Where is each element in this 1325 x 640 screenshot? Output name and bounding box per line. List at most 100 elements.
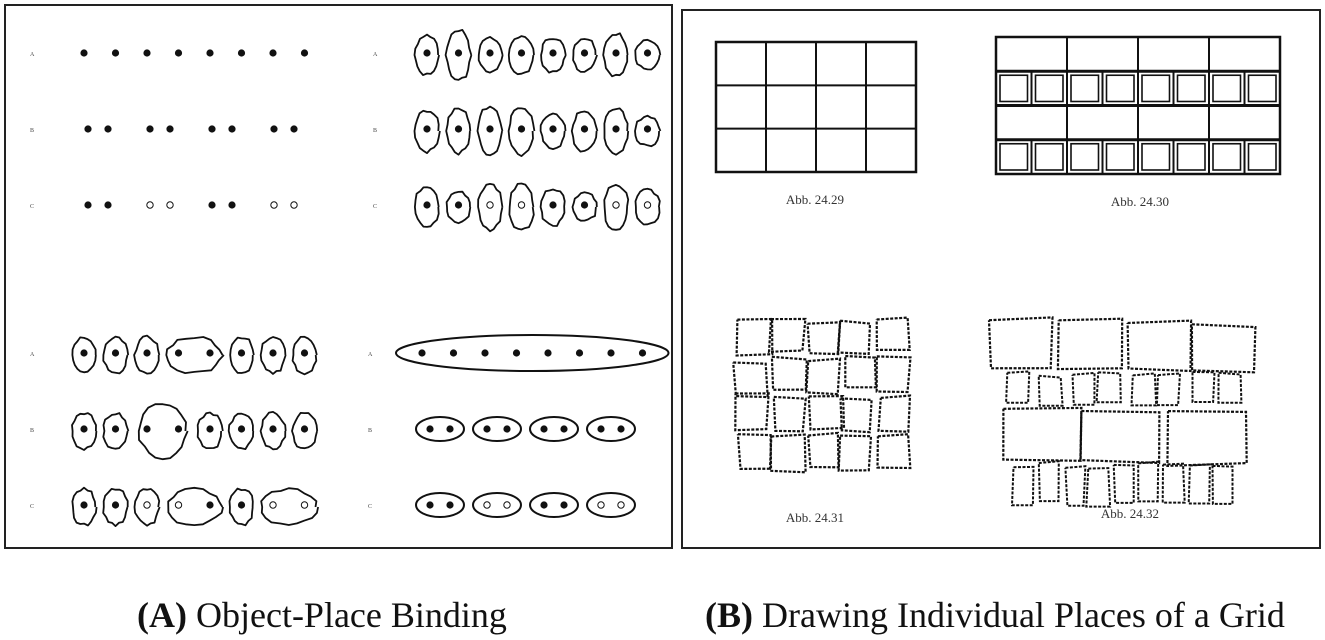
dot	[612, 201, 620, 209]
dot	[549, 125, 557, 133]
loop	[586, 492, 636, 518]
row-label: C	[30, 204, 34, 210]
dot	[446, 501, 454, 509]
hand-brick	[1130, 372, 1158, 407]
hand-brick	[1217, 371, 1243, 404]
loop	[227, 412, 255, 451]
dot	[111, 349, 120, 357]
loop	[507, 35, 535, 76]
loop	[634, 38, 662, 71]
dot	[206, 349, 214, 357]
hand-cell	[807, 431, 840, 469]
dot	[454, 201, 463, 209]
brick	[999, 142, 1029, 171]
hand-brick	[1095, 371, 1122, 404]
dot	[449, 349, 458, 357]
loop	[477, 36, 504, 74]
loop	[395, 334, 670, 372]
row-label: B	[30, 128, 34, 134]
loop	[165, 336, 225, 375]
brick	[1141, 74, 1171, 103]
figure-label: Abb. 24.31	[786, 510, 844, 525]
brick	[1176, 142, 1206, 171]
dot	[418, 349, 426, 357]
dot	[174, 501, 183, 509]
hand-brick	[1126, 319, 1193, 373]
dot	[549, 201, 557, 209]
loop	[167, 486, 224, 526]
dot	[544, 349, 552, 357]
hand-brick	[1005, 370, 1031, 404]
dot	[512, 349, 521, 357]
hand-cell	[807, 394, 846, 431]
dot	[269, 349, 277, 357]
hand-brick	[1155, 372, 1182, 407]
dot	[481, 349, 489, 357]
hand-cell	[837, 434, 873, 472]
dot	[174, 349, 183, 357]
row-label: A	[30, 352, 35, 358]
dot	[80, 501, 88, 509]
loop	[291, 411, 319, 450]
loop	[445, 107, 472, 156]
loop	[71, 412, 98, 451]
dot	[423, 125, 431, 133]
dot	[300, 425, 309, 433]
brick	[1105, 74, 1135, 103]
dot	[486, 49, 494, 57]
hand-brick	[1187, 463, 1211, 505]
loop	[540, 38, 567, 74]
dot	[575, 349, 584, 357]
dot	[423, 49, 431, 57]
hand-cell	[875, 316, 911, 351]
hand-cell	[805, 357, 842, 396]
dot	[146, 201, 154, 209]
brick	[1070, 142, 1100, 171]
dot	[454, 125, 463, 133]
dot	[486, 201, 494, 209]
dot	[300, 501, 309, 509]
dot	[638, 349, 647, 357]
loop	[634, 114, 662, 148]
dot	[237, 501, 246, 509]
hand-cell	[876, 433, 912, 470]
loop	[586, 416, 636, 442]
dot	[143, 501, 151, 509]
dot	[269, 425, 277, 433]
dot	[237, 49, 246, 57]
hand-cell	[836, 319, 872, 356]
brick	[1070, 74, 1100, 103]
dot	[612, 49, 620, 57]
hand-brick	[1079, 409, 1161, 465]
figure-label: Abb. 24.30	[1111, 194, 1169, 209]
dot	[80, 349, 88, 357]
dot	[560, 501, 568, 509]
dot	[517, 49, 526, 57]
row-label: B	[30, 428, 34, 434]
dot	[580, 201, 589, 209]
caption-b: (B) Drawing Individual Places of a Grid	[705, 594, 1285, 636]
caption-b-text: Drawing Individual Places of a Grid	[762, 595, 1285, 635]
dot	[426, 501, 434, 509]
loop	[413, 109, 441, 155]
brick	[1034, 74, 1064, 103]
loop	[228, 487, 254, 527]
hand-cell	[735, 317, 774, 357]
dot	[300, 349, 309, 357]
loop	[529, 492, 579, 518]
dot	[290, 201, 298, 209]
row-label: A	[368, 352, 373, 358]
loop	[539, 112, 567, 151]
hand-brick	[1211, 464, 1234, 505]
brick	[1105, 142, 1135, 171]
panel-b-frame	[681, 9, 1321, 549]
hand-brick	[1190, 323, 1257, 374]
hand-cell	[877, 394, 912, 433]
dot	[104, 201, 112, 209]
dot	[143, 425, 151, 433]
dot	[423, 201, 431, 209]
dot	[143, 349, 151, 357]
dot	[208, 201, 216, 209]
brick	[999, 74, 1029, 103]
brick	[1247, 74, 1277, 103]
